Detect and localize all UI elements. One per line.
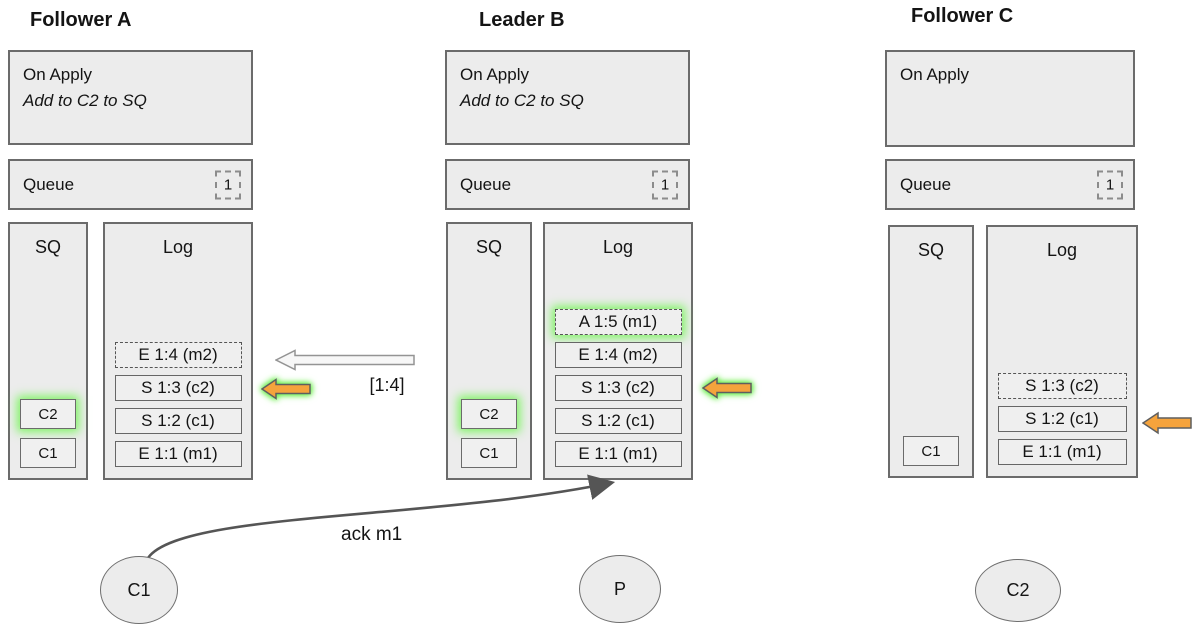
sq-item: C2 (461, 399, 517, 429)
on-apply-box-b: On Apply Add to C2 to SQ (445, 50, 690, 145)
queue-count-badge: 1 (652, 170, 678, 199)
log-entry: S 1:3 (c2) (114, 375, 242, 401)
queue-count-badge: 1 (215, 170, 241, 199)
node-title-follower-c: Follower C (911, 5, 1014, 27)
log-entry: E 1:1 (m1) (554, 441, 682, 467)
queue-label: Queue (900, 174, 952, 194)
on-apply-label: On Apply (460, 65, 529, 84)
replicate-range-label: [1:4] (369, 375, 405, 395)
on-apply-box-a: On Apply Add to C2 to SQ (8, 50, 253, 145)
sq-item: C1 (20, 438, 76, 468)
sq-stack: C2 C1 (10, 399, 86, 468)
queue-box-c: Queue 1 (885, 159, 1135, 210)
sq-item: C1 (461, 438, 517, 468)
log-entry: E 1:4 (m2) (114, 342, 242, 368)
sq-item: C2 (20, 399, 76, 429)
log-entry: E 1:4 (m2) (554, 342, 682, 368)
node-title-follower-a: Follower A (30, 9, 132, 31)
queue-box-a: Queue 1 (8, 159, 253, 210)
apply-pointer-arrow-a-icon (261, 378, 311, 400)
sq-box-c: SQ C1 (888, 225, 974, 478)
sq-label: SQ (475, 237, 502, 257)
sq-label: SQ (917, 240, 944, 260)
log-stack: A 1:5 (m1) E 1:4 (m2) S 1:3 (c2) S 1:2 (… (545, 309, 691, 467)
queue-count-badge: 1 (1097, 170, 1123, 199)
replicate-arrow-icon (275, 349, 415, 371)
apply-pointer-arrow-b-icon (702, 377, 752, 399)
ack-label: ack m1 (341, 524, 403, 545)
log-box-c: Log S 1:3 (c2) S 1:2 (c1) E 1:1 (m1) (986, 225, 1138, 478)
log-stack: S 1:3 (c2) S 1:2 (c1) E 1:1 (m1) (988, 373, 1136, 465)
queue-label: Queue (23, 174, 75, 194)
sq-stack: C1 (890, 436, 972, 466)
sq-box-b: SQ C2 C1 (446, 222, 532, 480)
log-entry: S 1:3 (c2) (554, 375, 682, 401)
log-stack: E 1:4 (m2) S 1:3 (c2) S 1:2 (c1) E 1:1 (… (105, 342, 251, 467)
queue-box-b: Queue 1 (445, 159, 690, 210)
on-apply-box-c: On Apply (885, 50, 1135, 147)
log-box-b: Log A 1:5 (m1) E 1:4 (m2) S 1:3 (c2) S 1… (543, 222, 693, 480)
actor-label: P (613, 578, 626, 599)
on-apply-rule: Add to C2 to SQ (460, 91, 584, 110)
actor-c1: C1 (100, 556, 178, 624)
log-entry: E 1:1 (m1) (114, 441, 242, 467)
node-title-leader-b: Leader B (479, 9, 565, 31)
log-entry: S 1:3 (c2) (997, 373, 1127, 399)
log-entry: S 1:2 (c1) (554, 408, 682, 434)
sq-label: SQ (34, 237, 61, 257)
on-apply-label: On Apply (23, 65, 92, 84)
log-entry: E 1:1 (m1) (997, 439, 1127, 465)
log-label: Log (1046, 240, 1078, 260)
log-entry: S 1:2 (c1) (114, 408, 242, 434)
actor-label: C2 (1006, 580, 1030, 600)
actor-c2: C2 (975, 559, 1061, 622)
log-entry: S 1:2 (c1) (997, 406, 1127, 432)
log-label: Log (602, 237, 634, 257)
log-label: Log (162, 237, 194, 257)
sq-stack: C2 C1 (448, 399, 530, 468)
actor-p: P (579, 555, 661, 623)
queue-label: Queue (460, 174, 512, 194)
on-apply-rule: Add to C2 to SQ (23, 91, 147, 110)
on-apply-label: On Apply (900, 65, 969, 84)
sq-item: C1 (903, 436, 959, 466)
apply-pointer-arrow-c-icon (1142, 411, 1192, 435)
actor-label: C1 (127, 579, 151, 600)
log-box-a: Log E 1:4 (m2) S 1:3 (c2) S 1:2 (c1) E 1… (103, 222, 253, 480)
log-entry: A 1:5 (m1) (554, 309, 682, 335)
sq-box-a: SQ C2 C1 (8, 222, 88, 480)
